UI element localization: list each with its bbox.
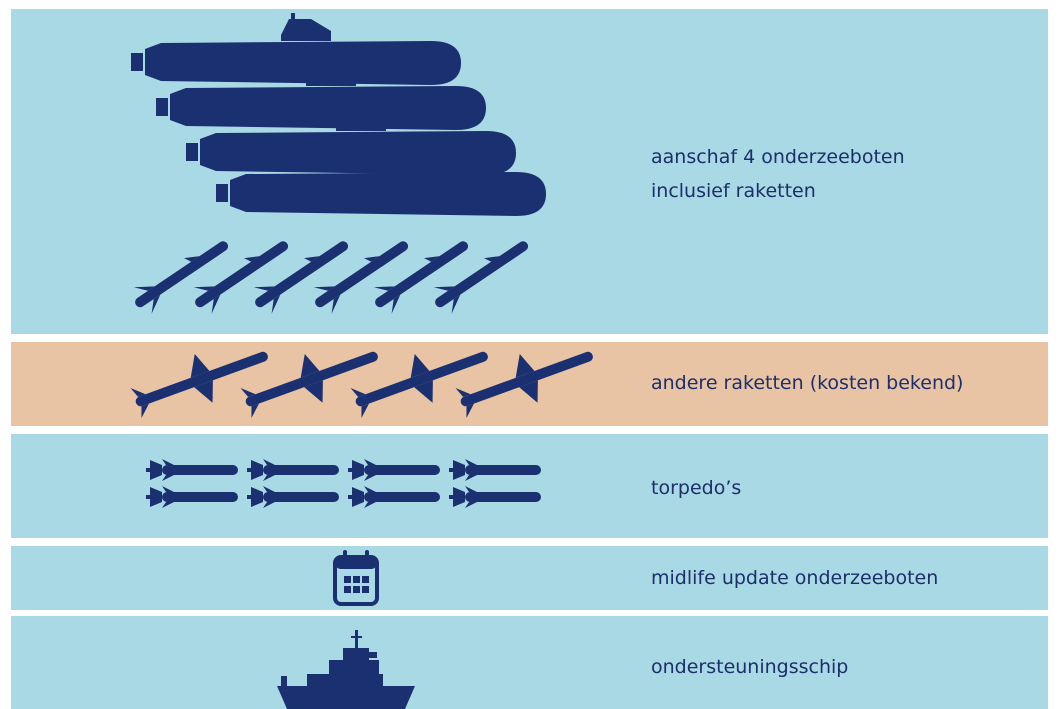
torpedo-icon [146, 459, 238, 481]
torpedo-icon [247, 486, 339, 508]
row-3-icons [11, 434, 611, 538]
missile-icon [373, 241, 469, 314]
missile-icon [253, 241, 349, 314]
support-ship-icon [277, 630, 415, 709]
row-2-label: andere raketten (kosten bekend) [651, 372, 964, 394]
calendar-icon [333, 550, 379, 606]
row-support-ship: ondersteuningsschip [11, 616, 1048, 709]
cruise-missile-icon [130, 351, 268, 419]
row-1-label: aanschaf 4 onderzeeboten inclusief raket… [651, 140, 905, 208]
row-4-label: midlife update onderzeeboten [651, 567, 939, 589]
row-torpedoes: torpedo’s [11, 434, 1048, 538]
submarine-icon [131, 13, 461, 85]
cruise-missiles-group [130, 351, 593, 419]
row-5-label: ondersteuningsschip [651, 656, 849, 678]
missile-icon [193, 241, 289, 314]
row-4-icons [11, 546, 611, 610]
torpedo-icon [146, 486, 238, 508]
row-submarines-purchase: aanschaf 4 onderzeeboten inclusief raket… [11, 9, 1048, 334]
row-other-missiles: andere raketten (kosten bekend) [11, 342, 1048, 426]
torpedo-icon [449, 486, 541, 508]
cruise-missile-icon [350, 351, 488, 419]
torpedo-icon [348, 486, 440, 508]
row-midlife-update: midlife update onderzeeboten [11, 546, 1048, 610]
missile-icon [313, 241, 409, 314]
missile-icon [433, 241, 529, 314]
torpedo-icon [348, 459, 440, 481]
row-1-icons [11, 9, 611, 334]
torpedo-icon [449, 459, 541, 481]
row-1-label-line-1: aanschaf 4 onderzeeboten [651, 146, 905, 168]
cruise-missile-icon [240, 351, 378, 419]
row-1-label-line-2: inclusief raketten [651, 180, 816, 202]
row-5-icons [11, 616, 611, 709]
torpedo-icon [247, 459, 339, 481]
cruise-missile-icon [455, 351, 593, 419]
torpedoes-group [146, 459, 541, 508]
row-2-icons [11, 342, 611, 426]
row-3-label: torpedo’s [651, 477, 742, 499]
missile-icon [133, 241, 229, 314]
submarines-group [131, 13, 546, 314]
